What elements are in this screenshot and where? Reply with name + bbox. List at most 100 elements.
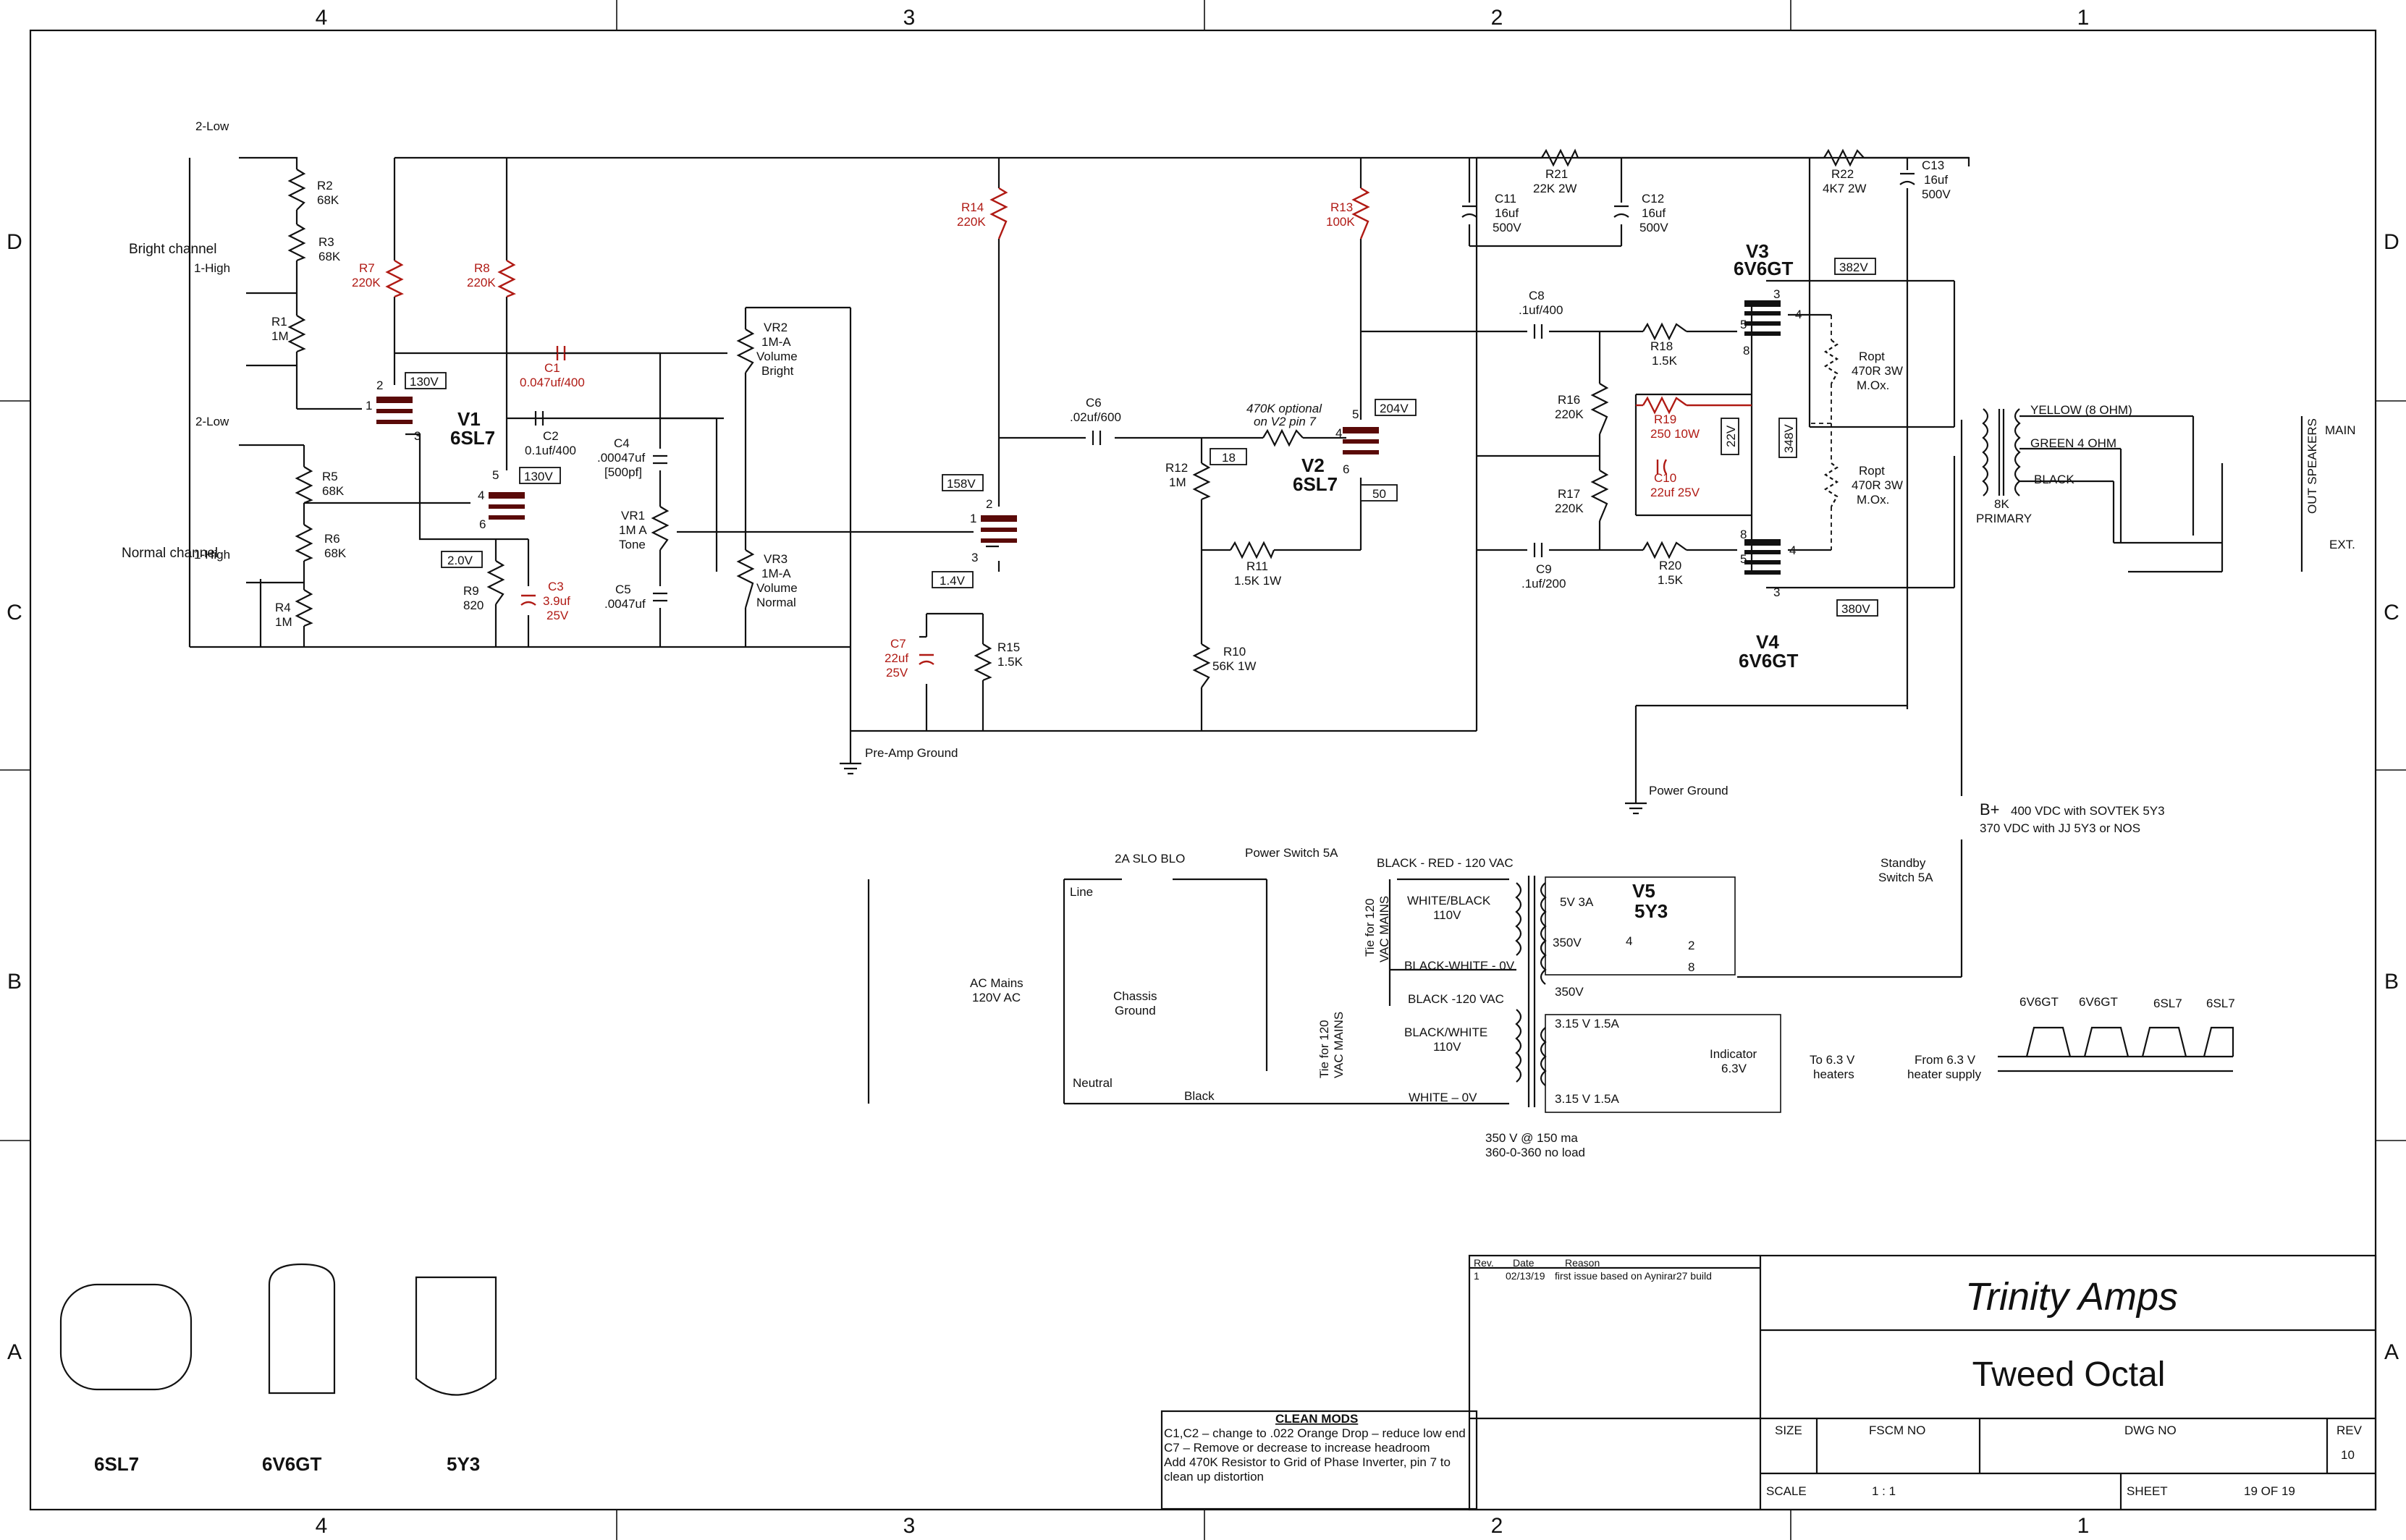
vr1-value: 1M A [619,523,647,537]
r20-ref: R20 [1659,559,1681,572]
v382-box [1834,258,1876,275]
output-transformer [1982,408,2021,496]
primary-label: PRIMARY [1976,512,2032,525]
v4-pin5: 5 [1740,552,1747,566]
pt-350v-b: 350V [1555,985,1584,999]
r19-value: 250 10W [1650,427,1700,441]
from-heater-label-2: heater supply [1907,1067,1982,1081]
chassis-label: Chassis [1113,989,1157,1003]
power-ground-label: Power Ground [1649,784,1728,798]
voltage-50: 50 [1372,487,1386,501]
v204-box [1375,399,1417,416]
c4-value: .00047uf [597,451,645,465]
pt-5v-winding: 5V 3A [1560,895,1594,909]
c13-ref: C13 [1922,158,1944,172]
standby-label: Standby [1881,856,1926,870]
black-wire-label: Black [1184,1089,1215,1103]
v2-pin3: 3 [971,551,978,564]
voltage-18: 18 [1222,451,1236,465]
v1-pin3: 3 [414,429,421,443]
r9-value: 820 [463,598,484,612]
pt-black-red: BLACK - RED - 120 VAC [1377,856,1514,870]
note-470k: 470K optional [1246,402,1322,415]
zone-col-2-top: 2 [1491,6,1503,30]
v2-ref: V2 [1301,454,1325,476]
v2-type: 6SL7 [1293,473,1338,495]
rev-value: 10 [2341,1448,2355,1462]
c2-ref: C2 [543,429,559,443]
resistors-black [287,148,1865,688]
bplus-label: B+ [1980,800,2000,818]
rev-header-reason: Reason [1565,1257,1600,1269]
v5-pin8: 8 [1688,960,1694,974]
v3-pin3: 3 [1773,287,1780,301]
sheet-label: SHEET [2127,1484,2168,1498]
voltage-22v: 22V [1724,425,1738,447]
v348-box [1778,418,1797,458]
c9-value: .1uf/200 [1521,577,1566,591]
tie-label-2a: Tie for 120 [1317,1020,1331,1078]
r14-value: 220K [957,215,986,229]
cap-leads [507,352,926,638]
c8-value: .1uf/400 [1519,303,1563,317]
r13-ref: R13 [1330,200,1353,214]
normal-jack-low-label: 2-Low [195,415,229,428]
c12-ref: C12 [1642,192,1664,206]
fuse-label: 2A SLO BLO [1115,852,1185,866]
tie-label-1a: Tie for 120 [1363,898,1377,957]
vr2-value3: Bright [761,364,794,378]
v3-ref: V3 [1746,240,1769,262]
r1-value: 1M [271,329,289,343]
v130b-box [519,467,561,484]
v2-pin1: 1 [970,512,976,525]
drawing-title: Tweed Octal [1972,1355,2166,1394]
r6-value: 68K [324,546,347,560]
voltage-348v: 348V [1782,424,1796,453]
zone-row-c-left: C [7,601,22,625]
c3-value2: 25V [546,609,569,622]
c6-value: .02uf/600 [1070,410,1121,424]
bright-channel-label: Bright channel [129,242,216,257]
r21-ref: R21 [1545,167,1568,181]
v1-pin2: 2 [376,378,383,392]
tie-label-1b: VAC MAINS [1377,896,1391,962]
r18-ref: R18 [1650,339,1673,353]
standby-label-2: Switch 5A [1878,871,1933,884]
rev-header-date: Date [1513,1257,1535,1269]
v4-pin8: 8 [1740,528,1747,541]
zone-col-3-bottom: 3 [903,1514,916,1538]
c7-value2: 25V [886,666,908,680]
vr1-ref: VR1 [621,509,645,522]
bright-jack-low-label: 2-Low [195,119,229,133]
c8-ref: C8 [1529,289,1545,302]
v2-box [441,551,483,568]
voltage-380v: 380V [1841,602,1870,616]
ac-mains-label: AC Mains [970,976,1023,990]
pt-rating-2: 360-0-360 no load [1485,1146,1585,1159]
v4-pin3: 3 [1773,585,1780,599]
ropt1-value2: M.Ox. [1857,378,1889,392]
r14-ref: R14 [961,200,984,214]
v2-pin2: 2 [986,497,992,511]
r15-ref: R15 [997,640,1020,654]
rev-row-rev: 1 [1474,1270,1480,1282]
note-470k-2: on V2 pin 7 [1254,415,1317,428]
c4-ref: C4 [614,436,630,450]
pt-bw-110v: 110V [1433,1040,1461,1054]
heater-tube-4: 6SL7 [2206,997,2235,1010]
scale-label: SCALE [1766,1484,1807,1498]
clean-mods-line-3: Add 470K Resistor to Grid of Phase Inver… [1164,1455,1451,1469]
ropt1-value: 470R 3W [1852,364,1903,378]
c11-value: 16uf [1495,206,1519,220]
tie-label-2b: VAC MAINS [1332,1012,1346,1078]
heaters-label-2: heaters [1813,1067,1854,1081]
company-logo: Trinity Amps [1965,1275,2178,1319]
r10-ref: R10 [1223,645,1246,659]
r17-ref: R17 [1558,487,1580,501]
normal-jack-high-label: 1-High [194,548,230,562]
c12-value: 16uf [1642,206,1666,220]
r3-ref: R3 [318,235,334,249]
c7-ref: C7 [890,637,906,651]
heaters-label: To 6.3 V [1810,1053,1855,1067]
